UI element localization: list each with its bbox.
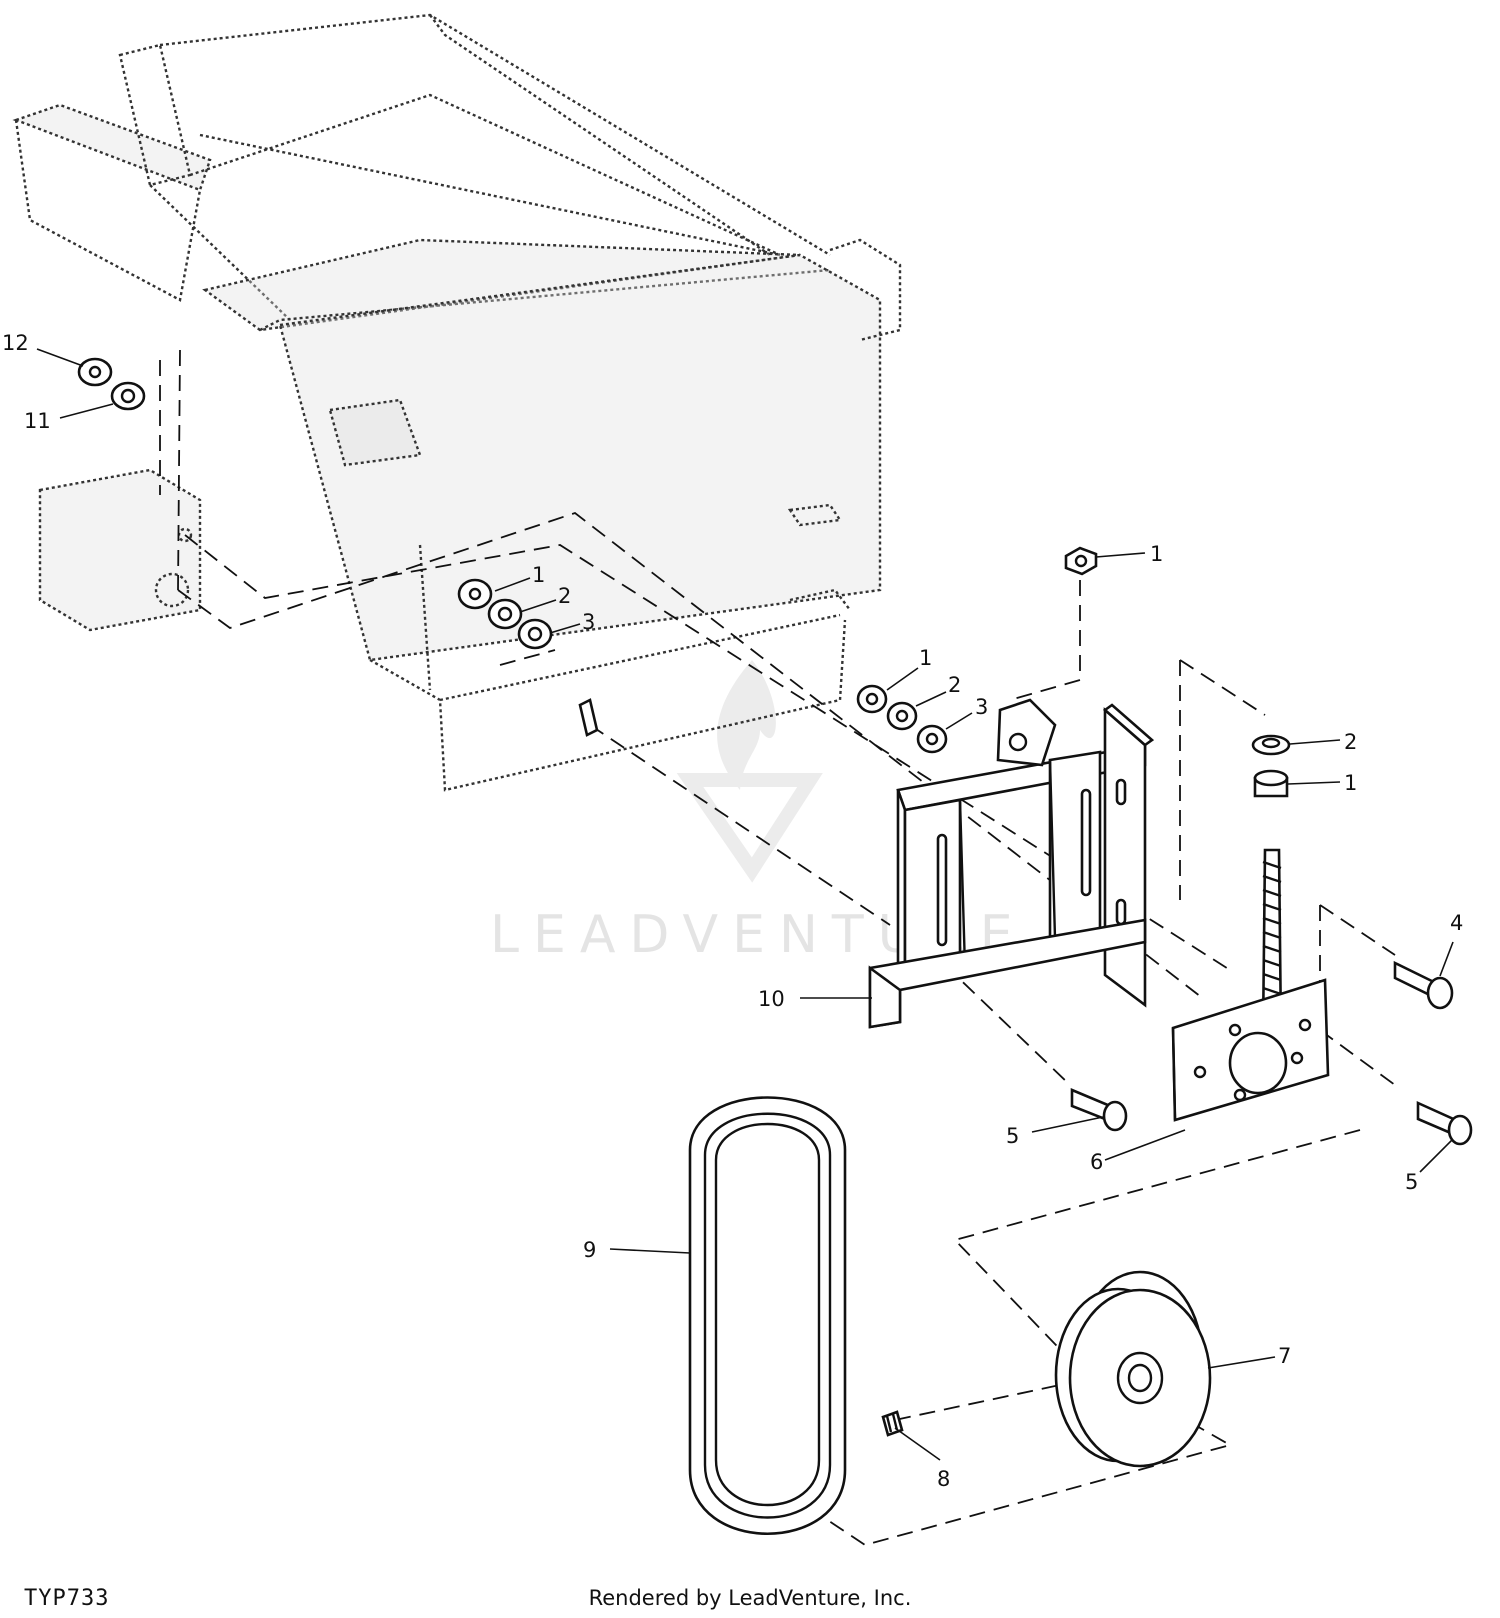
adjusting-plate-6	[1171, 978, 1330, 1122]
callout-labels: 1 2 3 1 2 3 1 2 1 4 5 5 6 7 8 9 10 11 12	[2, 331, 1463, 1491]
callout-6: 6	[1090, 1150, 1103, 1174]
bolt-5-left	[1070, 1088, 1128, 1132]
callout-5-left: 5	[1006, 1124, 1019, 1148]
callout-11: 11	[24, 409, 51, 433]
tractor-frame	[12, 13, 902, 792]
callout-1-right: 1	[1344, 771, 1357, 795]
bolt-4	[1393, 960, 1454, 1010]
render-credit: Rendered by LeadVenture, Inc.	[588, 1586, 912, 1610]
callout-2-upper-left: 2	[558, 584, 571, 608]
callout-3-upper-left: 3	[582, 610, 595, 634]
mounting-bracket-10	[868, 698, 1155, 1029]
lockwasher-3-upper-left	[517, 618, 553, 650]
figure-code: TYP733	[24, 1586, 110, 1611]
nut-1-top	[1064, 546, 1098, 576]
watermark-flame-icon	[717, 660, 776, 790]
bolts	[1070, 960, 1473, 1146]
belt-9	[688, 1096, 847, 1535]
callout-1-upper-left: 1	[532, 563, 545, 587]
lockwasher-3-middle	[916, 724, 948, 754]
washer-2-middle	[886, 701, 918, 731]
callout-10: 10	[758, 987, 785, 1011]
washer-2-right	[1251, 734, 1291, 756]
idler-pulley-7	[1054, 1270, 1212, 1468]
callout-8: 8	[937, 1467, 950, 1491]
callout-2-right: 2	[1344, 730, 1357, 754]
nut-1-right	[1253, 769, 1289, 798]
nut-12	[77, 357, 113, 387]
leader-lines	[36, 348, 1454, 1461]
clip-pin	[578, 698, 599, 737]
nut-1-upper-left	[457, 578, 493, 610]
nut-1-middle	[856, 684, 888, 714]
callout-7: 7	[1278, 1344, 1291, 1368]
callout-12: 12	[2, 331, 29, 355]
callout-1-middle: 1	[919, 646, 932, 670]
washer-2-upper-left	[487, 598, 523, 630]
callout-9: 9	[583, 1238, 596, 1262]
watermark-chevron-icon	[676, 773, 823, 883]
callout-2-middle: 2	[948, 673, 961, 697]
callout-4: 4	[1450, 911, 1463, 935]
washer-11	[110, 381, 146, 411]
callout-3-middle: 3	[975, 695, 988, 719]
hardware	[77, 357, 1291, 798]
bolt-5-right	[1416, 1100, 1473, 1146]
callout-5-right: 5	[1405, 1170, 1418, 1194]
callout-1-top: 1	[1150, 542, 1163, 566]
